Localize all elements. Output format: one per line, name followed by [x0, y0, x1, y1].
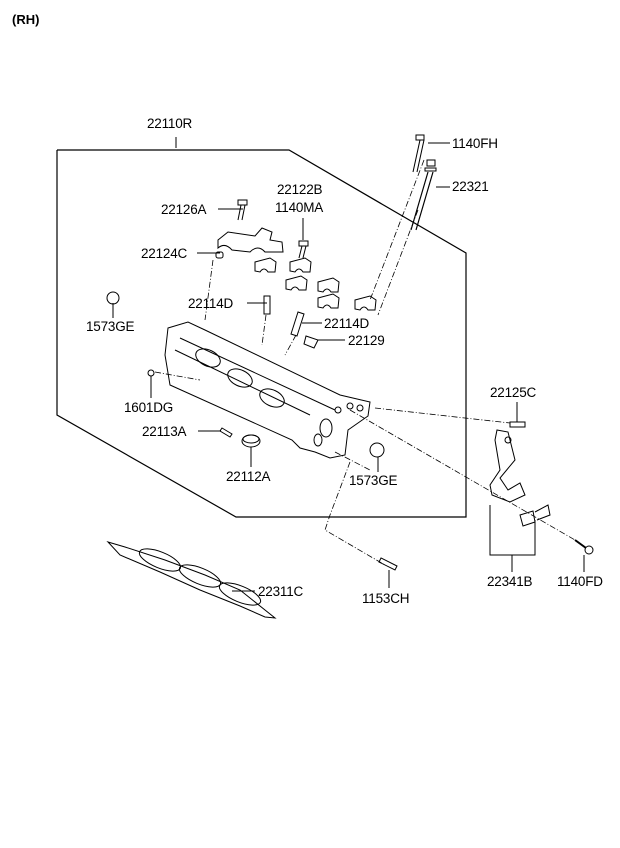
part-label-22126A[interactable]: 22126A	[161, 202, 207, 217]
bolt-1140FH-icon	[412, 134, 425, 173]
bolt-1140FD-icon	[574, 539, 594, 555]
valve-guide-icon	[263, 295, 271, 315]
part-label-22112A[interactable]: 22112A	[226, 469, 271, 484]
bolt-22321-icon	[410, 159, 437, 231]
part-label-22124C[interactable]: 22124C	[141, 246, 188, 261]
cylinder-head-icon	[164, 321, 371, 459]
bearing-caps-icon	[254, 257, 377, 311]
bolt-1140MA-icon	[298, 240, 309, 259]
part-label-22113A[interactable]: 22113A	[142, 424, 187, 439]
part-label-1573GE[interactable]: 1573GE	[86, 319, 135, 334]
ball-1601DG-icon	[147, 369, 155, 377]
part-label-22110R[interactable]: 22110R	[147, 116, 193, 131]
plug-22129-icon	[303, 335, 319, 349]
part-label-22125C[interactable]: 22125C	[490, 385, 537, 400]
part-label-1140MA[interactable]: 1140MA	[275, 200, 324, 215]
head-gasket-icon	[106, 541, 277, 619]
part-label-22114D[interactable]: 22114D	[188, 296, 234, 311]
part-label-1573GE-2[interactable]: 1573GE	[349, 473, 398, 488]
part-label-22311C[interactable]: 22311C	[258, 584, 304, 599]
part-label-1601DG[interactable]: 1601DG	[124, 400, 174, 415]
hanger-bracket-icon	[489, 429, 526, 503]
part-label-1140FH[interactable]: 1140FH	[452, 136, 498, 151]
part-label-22129[interactable]: 22129	[348, 333, 385, 348]
assembly-frame-outline	[56, 149, 467, 518]
valve-guide-icon-2	[290, 311, 305, 337]
part-label-1140FD[interactable]: 1140FD	[557, 574, 603, 589]
side-label: (RH)	[12, 12, 40, 27]
part-label-1153CH[interactable]: 1153CH	[362, 591, 410, 606]
stud-1153CH-icon	[378, 557, 398, 571]
part-label-22321[interactable]: 22321	[452, 179, 489, 194]
pin-22113A-icon	[219, 427, 233, 438]
part-label-22114D-2[interactable]: 22114D	[324, 316, 370, 331]
plug-cap-icon	[106, 291, 120, 305]
plug-cap-icon-2	[369, 442, 385, 458]
cam-cap-bridge-icon	[217, 227, 284, 253]
dowel-22124C-icon	[215, 251, 224, 259]
part-label-22341B[interactable]: 22341B	[487, 574, 533, 589]
bolt-22126A-icon	[237, 199, 248, 221]
part-label-22122B[interactable]: 22122B	[277, 182, 323, 197]
stud-22125C-icon	[509, 421, 526, 428]
